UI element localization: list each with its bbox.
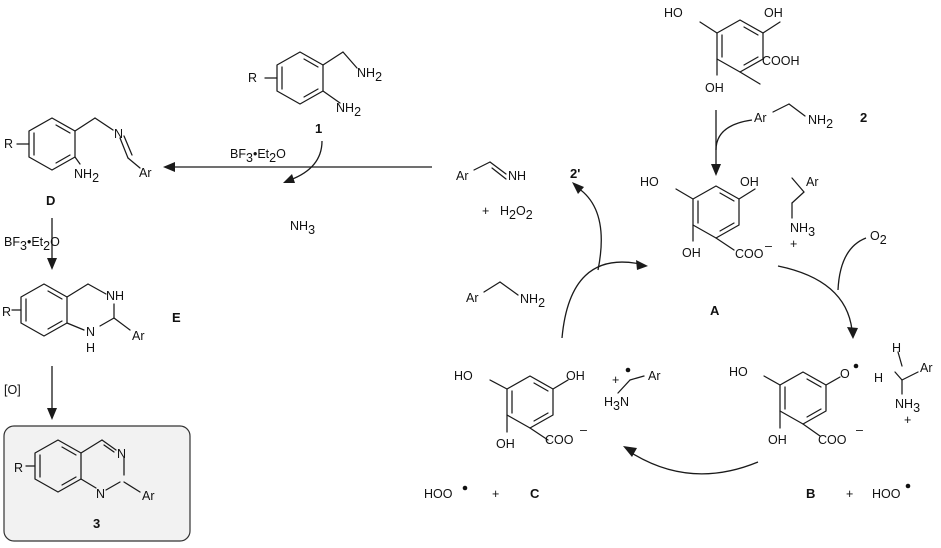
- aminal-e-label: E: [172, 310, 181, 325]
- salt-a-nh3: NH3: [790, 221, 815, 239]
- imine-2prime-structure: Ar NH 2' + H2O2: [456, 161, 580, 222]
- species-c-radical-dot: [625, 367, 631, 373]
- species-c-label: C: [530, 486, 540, 501]
- oxidation-label: [O]: [4, 383, 21, 397]
- gallic-acid-ho: HO: [664, 6, 683, 20]
- radical-b-hoo-dot: [905, 483, 911, 489]
- arrow-d-to-e: BF3•Et2O: [4, 218, 60, 270]
- species-c-h3n: H3N: [604, 395, 629, 413]
- compound-1-structure: R NH2 NH2 1: [248, 51, 382, 136]
- radical-b-o-radical: O: [840, 367, 850, 381]
- species-c-structure: HO OH OH COO – + Ar H3N HOO + C: [424, 367, 661, 501]
- compound-2-label: 2: [860, 110, 867, 125]
- arrow-e-to-product: [O]: [4, 366, 57, 420]
- gallic-acid-structure: HO OH OH COOH: [664, 6, 800, 95]
- salt-a-coo: COO: [735, 247, 764, 261]
- aminal-e-r: R: [2, 305, 11, 319]
- arrow-gallic-to-salt: [711, 110, 753, 176]
- product-3-n-top: N: [117, 447, 126, 461]
- radical-b-ar: Ar: [920, 361, 933, 375]
- species-c-coo: COO: [545, 433, 574, 447]
- aminal-e-n-bottom: N: [86, 325, 95, 339]
- imine-d-n: N: [114, 127, 123, 141]
- gallic-acid-oh-right: OH: [764, 6, 783, 20]
- compound-1-nh2-a: NH2: [357, 66, 382, 84]
- radical-b-label: B: [806, 486, 815, 501]
- compound-2-structure: Ar NH2 2: [754, 103, 867, 131]
- radical-b-coo-minus: –: [856, 423, 863, 437]
- aminal-e-nh-top: NH: [106, 289, 124, 303]
- salt-a-ho: HO: [640, 175, 659, 189]
- salt-a-plus: +: [790, 237, 797, 251]
- arrow-b-to-c: [623, 446, 759, 475]
- radical-b-oh-bottom: OH: [768, 433, 787, 447]
- imine-2prime-ar: Ar: [456, 169, 469, 183]
- hydrogen-peroxide: H2O2: [500, 204, 533, 222]
- salt-a-oh-right: OH: [740, 175, 759, 189]
- salt-a-coo-minus: –: [765, 239, 772, 253]
- compound-1-label: 1: [315, 121, 322, 136]
- product-3-label: 3: [93, 516, 100, 531]
- radical-b-structure: HO O OH COO – H H Ar NH3 + B + HOO: [729, 341, 933, 501]
- radical-b-ho: HO: [729, 365, 748, 379]
- product-3-box: R N N Ar 3: [3, 425, 191, 542]
- free-amine-ar: Ar: [466, 291, 479, 305]
- radical-b-h-left: H: [874, 371, 883, 385]
- compound-2-ar: Ar: [754, 111, 767, 125]
- aminal-e-structure: R NH N H Ar E: [2, 283, 181, 355]
- free-amine-structure: Ar NH2: [466, 281, 545, 310]
- imine-d-structure: R N NH2 Ar D: [4, 117, 152, 208]
- bf3-etherate-top: BF3•Et2O: [230, 147, 286, 165]
- product-3-n-bottom: N: [96, 487, 105, 501]
- product-3-ar: Ar: [142, 489, 155, 503]
- arrow-to-imine-d: BF3•Et2O NH3: [163, 140, 432, 237]
- salt-a-oh-bottom: OH: [682, 246, 701, 260]
- h2o2-plus: +: [482, 204, 489, 218]
- species-c-hoo-dot: [462, 485, 468, 491]
- arrow-oxygen: O2: [777, 229, 887, 339]
- radical-b-hoo: HOO: [872, 487, 901, 501]
- species-c-ho: HO: [454, 369, 473, 383]
- bf3-etherate-side: BF3•Et2O: [4, 235, 60, 253]
- species-c-plus: +: [612, 373, 619, 387]
- imine-2prime-nh: NH: [508, 169, 526, 183]
- gallic-acid-oh-bottom: OH: [705, 81, 724, 95]
- radical-b-nh3: NH3: [895, 397, 920, 415]
- species-c-ar: Ar: [648, 369, 661, 383]
- species-c-coo-minus: –: [580, 423, 587, 437]
- species-c-oh-right: OH: [566, 369, 585, 383]
- species-c-hoo: HOO: [424, 487, 453, 501]
- aminal-e-ar: Ar: [132, 329, 145, 343]
- imine-2prime-label: 2': [570, 166, 580, 181]
- radical-b-plus: +: [904, 413, 911, 427]
- compound-1-r-group: R: [248, 71, 257, 85]
- radical-b-coo: COO: [818, 433, 847, 447]
- radical-b-plus-sep: +: [846, 487, 853, 501]
- imine-d-label: D: [46, 193, 55, 208]
- free-amine-nh2: NH2: [520, 292, 545, 310]
- compound-1-nh2-b: NH2: [336, 101, 361, 119]
- ammonia-byproduct: NH3: [290, 219, 315, 237]
- radical-b-radical-dot: [853, 363, 859, 369]
- oxygen-label: O2: [870, 229, 887, 247]
- salt-a-ar: Ar: [806, 175, 819, 189]
- compound-2-nh2: NH2: [808, 113, 833, 131]
- species-c-oh-bottom: OH: [496, 437, 515, 451]
- imine-d-ar: Ar: [139, 166, 152, 180]
- radical-b-h-top: H: [892, 341, 901, 355]
- arrow-cycle-to-imine: [561, 182, 648, 339]
- species-c-plus-sep: +: [492, 487, 499, 501]
- salt-a-label: A: [710, 303, 720, 318]
- imine-d-r: R: [4, 137, 13, 151]
- aminal-e-h: H: [86, 341, 95, 355]
- imine-d-nh2: NH2: [74, 167, 99, 185]
- gallic-acid-cooh: COOH: [762, 54, 800, 68]
- product-3-r: R: [14, 461, 23, 475]
- salt-a-structure: HO OH OH COO – Ar NH3 + A: [640, 175, 819, 318]
